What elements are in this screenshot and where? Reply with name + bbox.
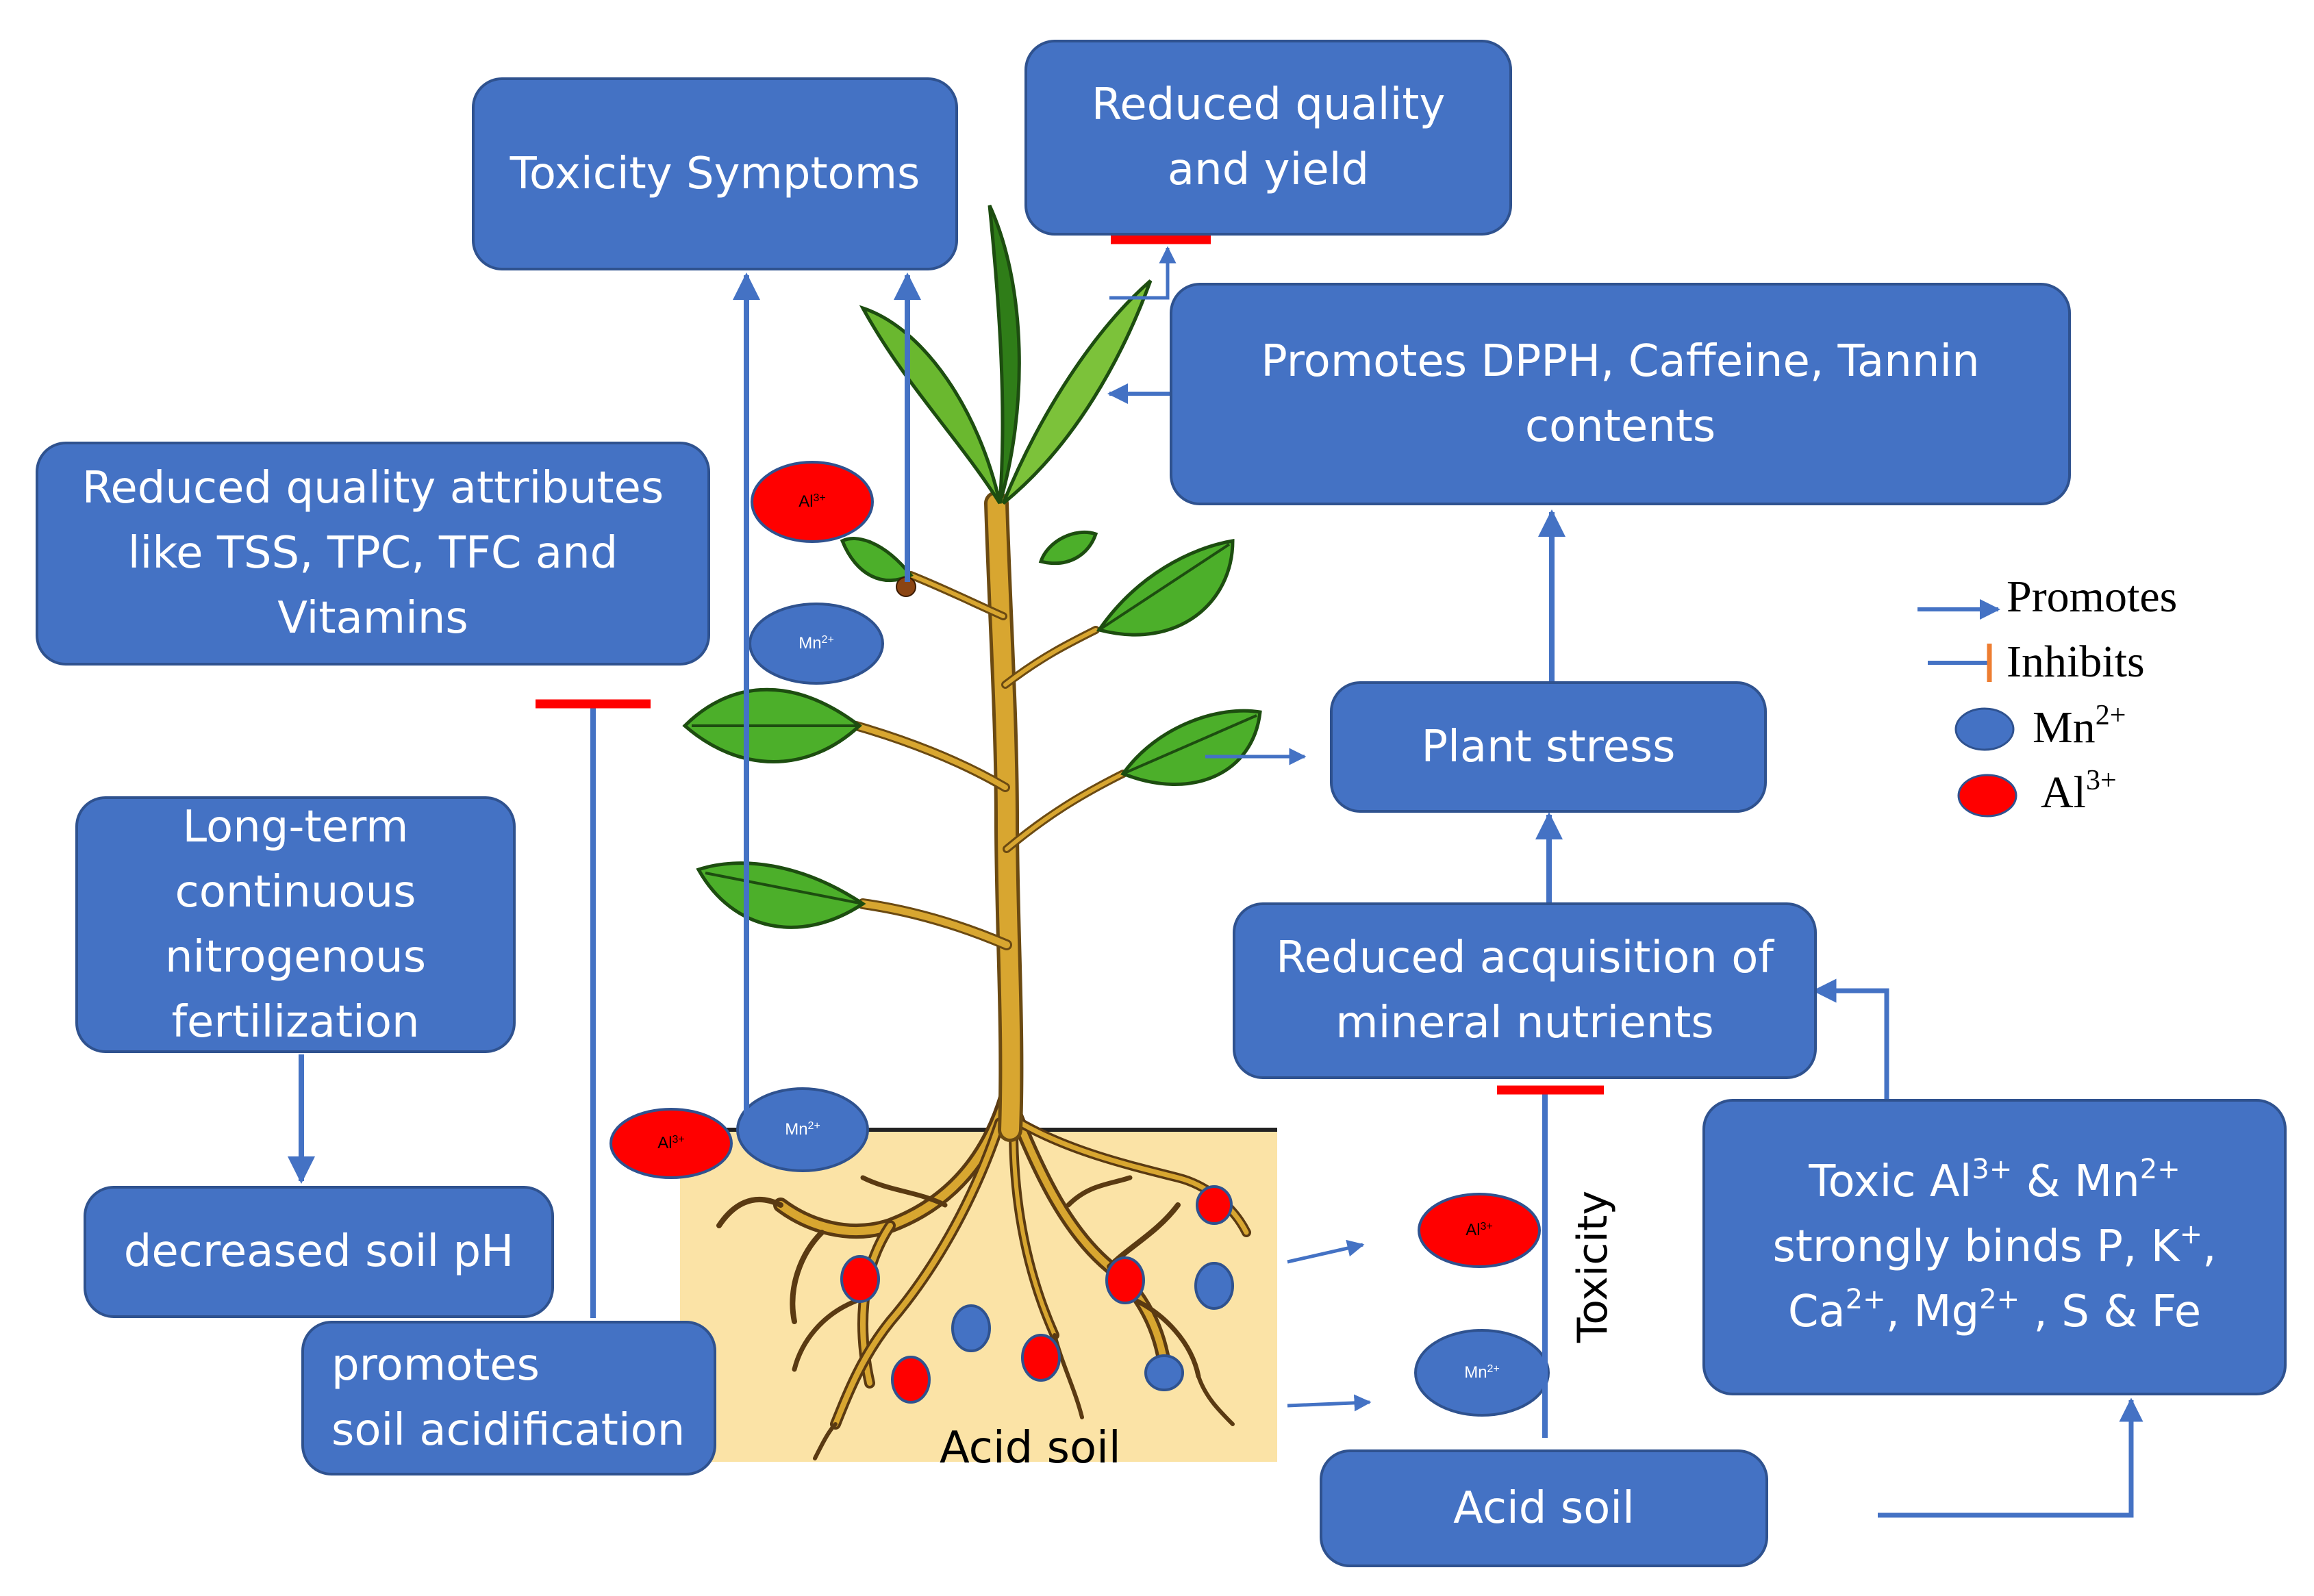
plant-roots bbox=[716, 1088, 1251, 1460]
legend-al-ion-icon bbox=[1957, 774, 2017, 818]
al-ion-5 bbox=[1418, 1193, 1541, 1268]
arrow-acidsoil-to-toxic bbox=[1878, 1397, 2143, 1518]
box-promotes-soil-acidification: promotes soil acidification bbox=[301, 1321, 716, 1475]
al-ion-label-5: Al3+ bbox=[1466, 1221, 1493, 1239]
legend-inhibits-label: Inhibits bbox=[2007, 637, 2145, 687]
box-reduced-acquisition-line2: mineral nutrients bbox=[1335, 998, 1714, 1048]
box-reduced-quality-attributes-line3: Vitamins bbox=[277, 593, 468, 644]
al-ion-3 bbox=[609, 1108, 733, 1179]
label-toxicity: Toxicity bbox=[1569, 1190, 1617, 1343]
box-long-term-line2: continuous bbox=[175, 866, 416, 917]
box-promotes-dpph-line2: contents bbox=[1524, 401, 1716, 452]
box-toxicity-symptoms-text: Toxicity Symptoms bbox=[510, 148, 920, 199]
box-decreased-soil-ph-text: decreased soil pH bbox=[123, 1226, 514, 1277]
box-plant-stress: Plant stress bbox=[1330, 681, 1767, 813]
arrow-to-reduced-quality bbox=[1109, 246, 1177, 300]
box-toxic-line2: strongly binds P, K+, bbox=[1772, 1219, 2217, 1272]
mn-ion-6 bbox=[1414, 1329, 1550, 1417]
box-toxicity-symptoms: Toxicity Symptoms bbox=[472, 77, 958, 270]
box-promotes-acidification-line1: promotes bbox=[331, 1340, 540, 1391]
arrows bbox=[288, 246, 2143, 1518]
al-ion-dot-4 bbox=[1105, 1256, 1145, 1304]
box-reduced-quality-attributes-line1: Reduced quality attributes bbox=[81, 463, 664, 514]
al-ion-dot-2 bbox=[891, 1356, 931, 1404]
box-toxic-line3: Ca2+, Mg2+ , S & Fe bbox=[1787, 1284, 2202, 1337]
al-ion-dot-5 bbox=[1196, 1185, 1233, 1225]
box-decreased-soil-ph: decreased soil pH bbox=[84, 1186, 554, 1318]
legend-promotes-label: Promotes bbox=[2007, 572, 2178, 622]
arrow-soil-to-al bbox=[1287, 1239, 1365, 1264]
inhibit-bars bbox=[536, 235, 1604, 1095]
box-long-term-line3: nitrogenous bbox=[164, 931, 427, 983]
box-reduced-acquisition: Reduced acquisition of mineral nutrients bbox=[1233, 902, 1817, 1079]
box-long-term-line4: fertilization bbox=[171, 996, 420, 1048]
box-acid-soil-text: Acid soil bbox=[1453, 1482, 1635, 1534]
legend-al-label: Al3+ bbox=[2041, 765, 2117, 818]
arrow-toxic-to-acquisition bbox=[1812, 978, 1889, 1099]
arrow-soil-to-mn bbox=[1287, 1394, 1372, 1412]
mn-ion-2 bbox=[749, 603, 884, 685]
al-ion-dot-1 bbox=[840, 1255, 880, 1303]
mn-ion-dot-7 bbox=[1194, 1262, 1234, 1310]
legend-mn-ion-icon bbox=[1954, 707, 2015, 751]
box-reduced-quality-yield-line2: and yield bbox=[1167, 144, 1370, 195]
mn-ion-label-2: Mn2+ bbox=[798, 634, 834, 653]
box-promotes-dpph: Promotes DPPH, Caffeine, Tannin contents bbox=[1170, 283, 2071, 505]
mn-ion-dot-6 bbox=[951, 1304, 991, 1352]
box-reduced-acquisition-line1: Reduced acquisition of bbox=[1276, 933, 1774, 983]
box-long-term-line1: Long-term bbox=[182, 801, 409, 852]
box-reduced-quality-attributes-line2: like TSS, TPC, TFC and bbox=[127, 528, 618, 579]
box-long-term-fertilization: Long-term continuous nitrogenous fertili… bbox=[75, 796, 516, 1053]
box-toxic-line1: Toxic Al3+ & Mn2+ bbox=[1809, 1154, 2180, 1207]
al-ion-label-1: Al3+ bbox=[798, 492, 826, 511]
mn-ion-label-4: Mn2+ bbox=[785, 1120, 820, 1139]
box-plant-stress-text: Plant stress bbox=[1421, 721, 1676, 772]
box-reduced-quality-yield-line1: Reduced quality bbox=[1091, 79, 1446, 130]
mn-ion-4 bbox=[736, 1087, 869, 1172]
box-promotes-dpph-line1: Promotes DPPH, Caffeine, Tannin bbox=[1261, 335, 1980, 387]
al-ion-label-3: Al3+ bbox=[657, 1134, 685, 1152]
plant-stem bbox=[851, 491, 1127, 1142]
legend-mn-label: Mn2+ bbox=[2033, 700, 2126, 752]
legend-graphics bbox=[1917, 599, 2017, 818]
mn-ion-label-6: Mn2+ bbox=[1464, 1363, 1500, 1382]
plant-leaves bbox=[682, 204, 1262, 929]
box-reduced-quality-yield: Reduced quality and yield bbox=[1024, 40, 1512, 236]
box-toxic-binds: Toxic Al3+ & Mn2+ strongly binds P, K+, … bbox=[1702, 1099, 2287, 1395]
box-reduced-quality-attributes: Reduced quality attributes like TSS, TPC… bbox=[36, 442, 710, 666]
al-ion-dot-3 bbox=[1021, 1334, 1061, 1382]
box-acid-soil: Acid soil bbox=[1320, 1449, 1768, 1567]
label-acid-soil-ground: Acid soil bbox=[940, 1423, 1121, 1473]
box-promotes-acidification-line2: soil acidification bbox=[331, 1405, 686, 1456]
al-ion-1 bbox=[751, 461, 874, 543]
mn-ion-dot-8 bbox=[1144, 1354, 1184, 1391]
